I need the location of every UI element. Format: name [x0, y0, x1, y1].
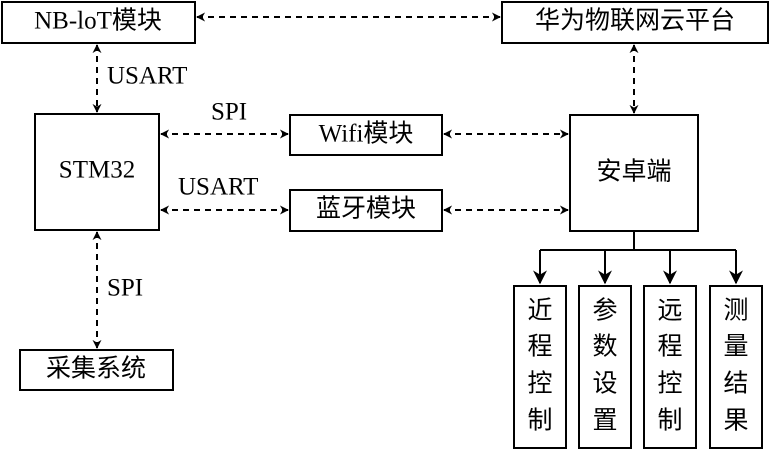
node-huawei-cloud: 华为物联网云平台: [501, 1, 769, 44]
function-box-3-char: 程: [657, 333, 682, 361]
node-wifi: Wifi模块: [289, 114, 443, 156]
node-stm32: STM32: [34, 113, 160, 231]
edge-label-stm32-acquisition: SPI: [107, 275, 143, 302]
function-box-3-char: 制: [657, 407, 682, 435]
node-stm32-label: STM32: [59, 157, 135, 184]
function-box-1-char: 近: [527, 297, 552, 325]
node-huawei-cloud-label: 华为物联网云平台: [535, 7, 735, 35]
node-android: 安卓端: [569, 114, 699, 232]
function-box-2-char: 参: [592, 297, 617, 325]
node-bluetooth-label: 蓝牙模块: [316, 195, 416, 223]
function-box-2-char: 设: [592, 370, 617, 398]
function-box-4-char: 测: [723, 297, 748, 325]
node-nbiot-label: NB-loT模块: [34, 7, 162, 35]
node-nbiot: NB-loT模块: [1, 1, 196, 44]
function-box-3-char: 远: [657, 298, 682, 325]
function-box-1-char: 制: [527, 407, 552, 435]
function-box-4-char: 量: [723, 334, 748, 361]
node-acquisition-label: 采集系统: [46, 355, 146, 383]
node-wifi-label: Wifi模块: [319, 120, 414, 148]
node-bluetooth: 蓝牙模块: [289, 189, 443, 232]
function-box-4-char: 结: [723, 370, 748, 398]
function-box-1-char: 程: [527, 333, 552, 361]
edge-label-nbiot-stm32: USART: [107, 63, 187, 90]
node-android-label: 安卓端: [596, 158, 671, 186]
function-box-2-char: 置: [592, 408, 617, 435]
node-acquisition: 采集系统: [19, 349, 174, 391]
function-box-4-char: 果: [723, 408, 748, 435]
edge-label-stm32-bluetooth: USART: [178, 174, 258, 201]
android-branch-tree: [533, 232, 743, 285]
edge-label-stm32-wifi: SPI: [211, 99, 247, 126]
function-box-3-char: 控: [657, 370, 682, 398]
function-box-2-char: 数: [592, 333, 617, 361]
function-box-1-char: 控: [527, 370, 552, 398]
